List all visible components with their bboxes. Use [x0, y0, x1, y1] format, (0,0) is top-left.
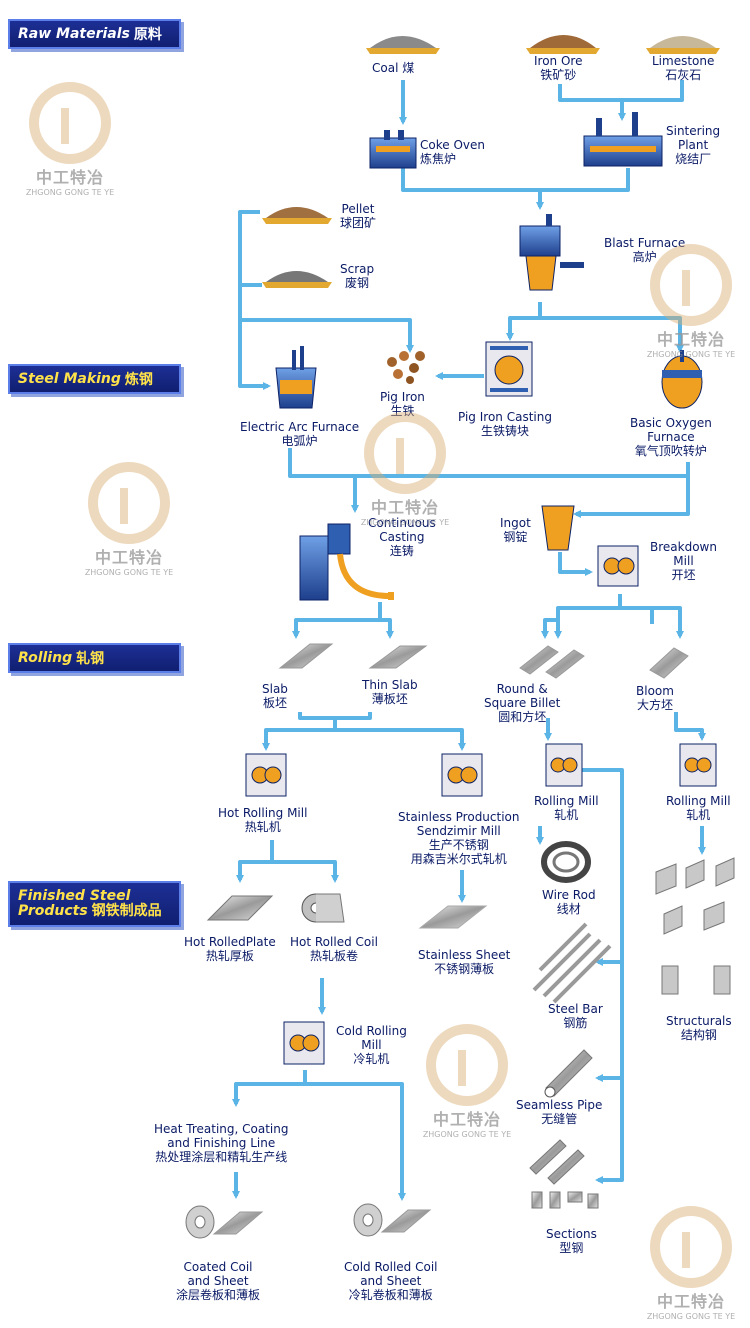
- coated-coil-icon: [185, 1205, 264, 1239]
- pig-iron-icon: [387, 351, 425, 384]
- sintering-plant-icon: [583, 112, 663, 167]
- hot-rolled-plate-icon: [206, 895, 274, 921]
- section-title-cn: 炼钢: [124, 372, 153, 388]
- thin-slab-shape-icon: [368, 645, 428, 669]
- limestone-pile-icon: [646, 36, 720, 54]
- blast-furnace-icon: [519, 214, 584, 291]
- scrap-pile-icon: [262, 271, 332, 288]
- cold-rolling-mill-icon: [283, 1021, 325, 1065]
- rolling-mill-1-icon: [545, 743, 583, 787]
- section-title-cn: 钢铁制成品: [91, 903, 162, 919]
- coke-oven-icon: [369, 130, 417, 169]
- structurals-icon: [655, 857, 735, 995]
- iron-ore-pile-icon: [526, 35, 600, 54]
- section-title-line2: Products: [18, 903, 88, 919]
- section-title-cn: 原料: [133, 27, 162, 43]
- coal-pile-icon: [366, 36, 440, 54]
- slab-shape-icon: [278, 643, 334, 669]
- coal-label: Coal 煤: [372, 61, 415, 75]
- section-title: Finished Steel: [18, 888, 131, 904]
- sections-icon: [529, 1139, 599, 1209]
- pellet-pile-icon: [262, 207, 332, 224]
- rolling-mill-2-icon: [679, 743, 717, 787]
- section-title: Raw Materials: [18, 26, 130, 42]
- section-title: Rolling: [18, 650, 73, 666]
- electric-arc-furnace-icon: [275, 346, 317, 409]
- section-title-cn: 轧钢: [76, 651, 105, 667]
- section-title: Steel Making: [18, 371, 121, 387]
- hot-rolled-coil-icon: [301, 893, 345, 923]
- hot-rolling-mill-icon: [245, 753, 287, 797]
- wire-rod-icon: [541, 841, 591, 883]
- continuous-casting-icon: [299, 523, 394, 601]
- ingot-icon: [541, 505, 575, 551]
- flow-arrows: [232, 80, 706, 1201]
- billet-shape-icon: [519, 645, 585, 679]
- seamless-pipe-icon: [544, 1049, 593, 1098]
- sendzimir-mill-icon: [441, 753, 483, 797]
- bloom-shape-icon: [649, 647, 689, 679]
- pig-iron-casting-icon: [485, 341, 533, 397]
- basic-oxygen-furnace-icon: [661, 350, 703, 409]
- cold-rolled-coil-icon: [353, 1203, 432, 1237]
- stainless-sheet-icon: [418, 905, 488, 929]
- breakdown-mill-icon: [597, 545, 639, 587]
- steel-bar-icon: [532, 922, 612, 1004]
